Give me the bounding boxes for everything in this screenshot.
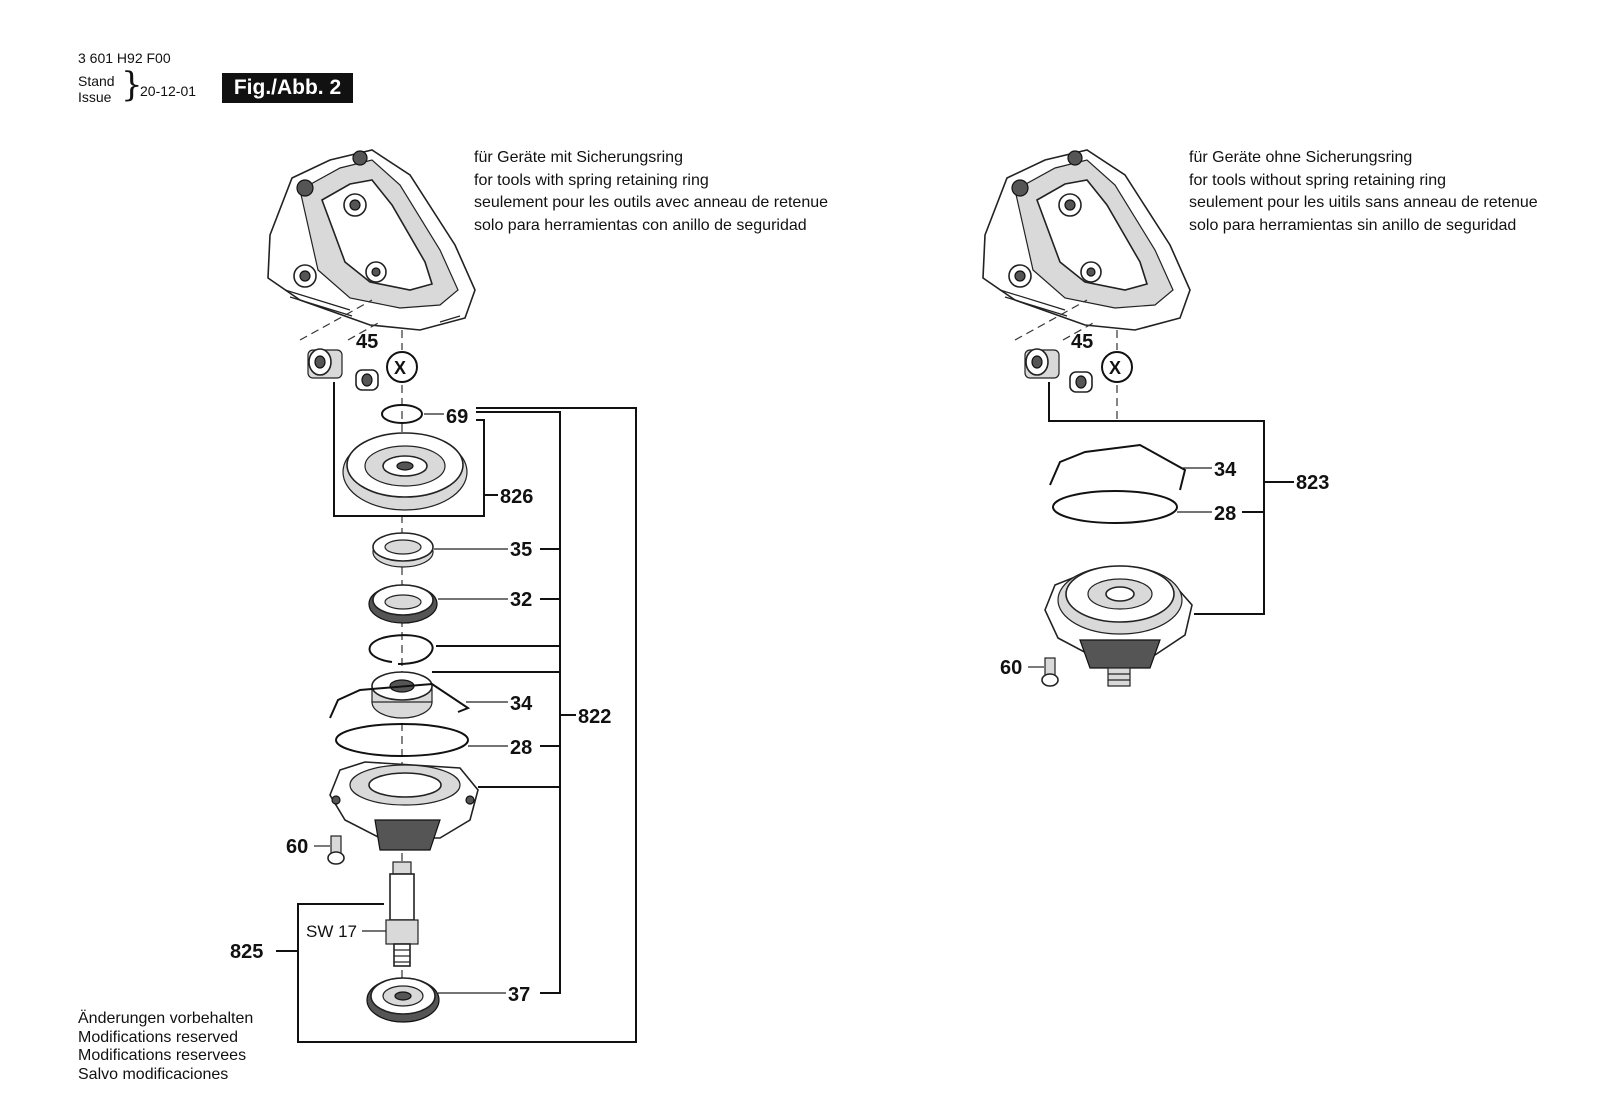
callout-32: 32 [510, 589, 532, 611]
note-line: for tools with spring retaining ring [474, 171, 709, 189]
note-line: for tools without spring retaining ring [1189, 171, 1447, 189]
note-line: solo para herramientas con anillo de seg… [474, 216, 807, 234]
retaining-ring [368, 634, 434, 665]
footer-line: Salvo modificaciones [78, 1065, 229, 1083]
spring-ring-34-right [1049, 443, 1187, 491]
left-assembly: 45 X 69 826 822 825 [230, 149, 637, 1043]
note-line: solo para herramientas sin anillo de seg… [1189, 216, 1517, 234]
callout-34: 34 [510, 693, 533, 715]
brace-glyph: } [121, 65, 143, 105]
right-assembly: 45 X 823 34 28 [982, 149, 1329, 687]
callout-28: 28 [510, 737, 532, 759]
callout-35: 35 [510, 539, 532, 561]
stand-issue-label: Stand Issue [78, 73, 115, 105]
mark-x-circle [386, 351, 418, 383]
spring-ring-34 [329, 682, 471, 719]
callout-826: 826 [500, 486, 533, 508]
footer-line: Modifications reserved [78, 1028, 239, 1046]
right-variant-note: für Geräte ohne Sicherungsring for tools… [1189, 147, 1538, 237]
callout-37: 37 [508, 984, 530, 1006]
bearing-37 [366, 977, 440, 1023]
note-line: seulement pour les outils avec anneau de… [474, 194, 829, 211]
ring-35 [372, 532, 434, 568]
callout-823: 823 [1296, 472, 1329, 494]
crown-gear-826 [342, 432, 468, 511]
note-line: seulement pour les uitils sans anneau de… [1189, 194, 1538, 211]
flange-gear-assembly [1044, 565, 1193, 687]
gear-housing-left [267, 149, 476, 331]
bearing-left [371, 671, 433, 719]
gear-housing-right [982, 149, 1191, 331]
note-line: für Geräte ohne Sicherungsring [1189, 149, 1413, 166]
callout-69: 69 [446, 406, 468, 428]
callout-45-right: 45 [1071, 331, 1093, 353]
circlip-69 [381, 404, 423, 424]
callout-60-right: 60 [1000, 657, 1022, 679]
issue-label: Issue [78, 89, 112, 105]
callout-x: X [394, 358, 406, 378]
ring-28-right [1052, 490, 1178, 524]
screw-60-left [327, 835, 345, 865]
ring-28 [335, 723, 469, 757]
figure-badge: Fig./Abb. 2 [222, 73, 353, 103]
callout-28-right: 28 [1214, 503, 1236, 525]
screw-60-right [1041, 657, 1059, 687]
spindle-825 [385, 861, 419, 967]
callout-x-right: X [1109, 358, 1121, 378]
pinion-45-right [1024, 348, 1093, 393]
seal-32 [368, 584, 438, 624]
pinion-45-left [307, 348, 379, 391]
left-variant-note: für Geräte mit Sicherungsring for tools … [474, 147, 828, 237]
callout-45: 45 [356, 331, 378, 353]
footer-line: Änderungen vorbehalten [78, 1010, 254, 1027]
stand-label: Stand [78, 73, 115, 89]
callout-sw17: SW 17 [306, 922, 357, 941]
document-code: 3 601 H92 F00 [78, 50, 171, 66]
mark-x-circle-right [1101, 351, 1133, 383]
callout-825: 825 [230, 941, 263, 963]
callout-34-right: 34 [1214, 459, 1237, 481]
modifications-notice: Änderungen vorbehalten Modifications res… [78, 1010, 253, 1084]
bearing-flange-left [329, 761, 479, 851]
callout-60: 60 [286, 836, 308, 858]
callout-822: 822 [578, 706, 611, 728]
issue-date: 20-12-01 [140, 83, 197, 99]
footer-line: Modifications reservees [78, 1047, 247, 1064]
note-line: für Geräte mit Sicherungsring [474, 149, 683, 166]
